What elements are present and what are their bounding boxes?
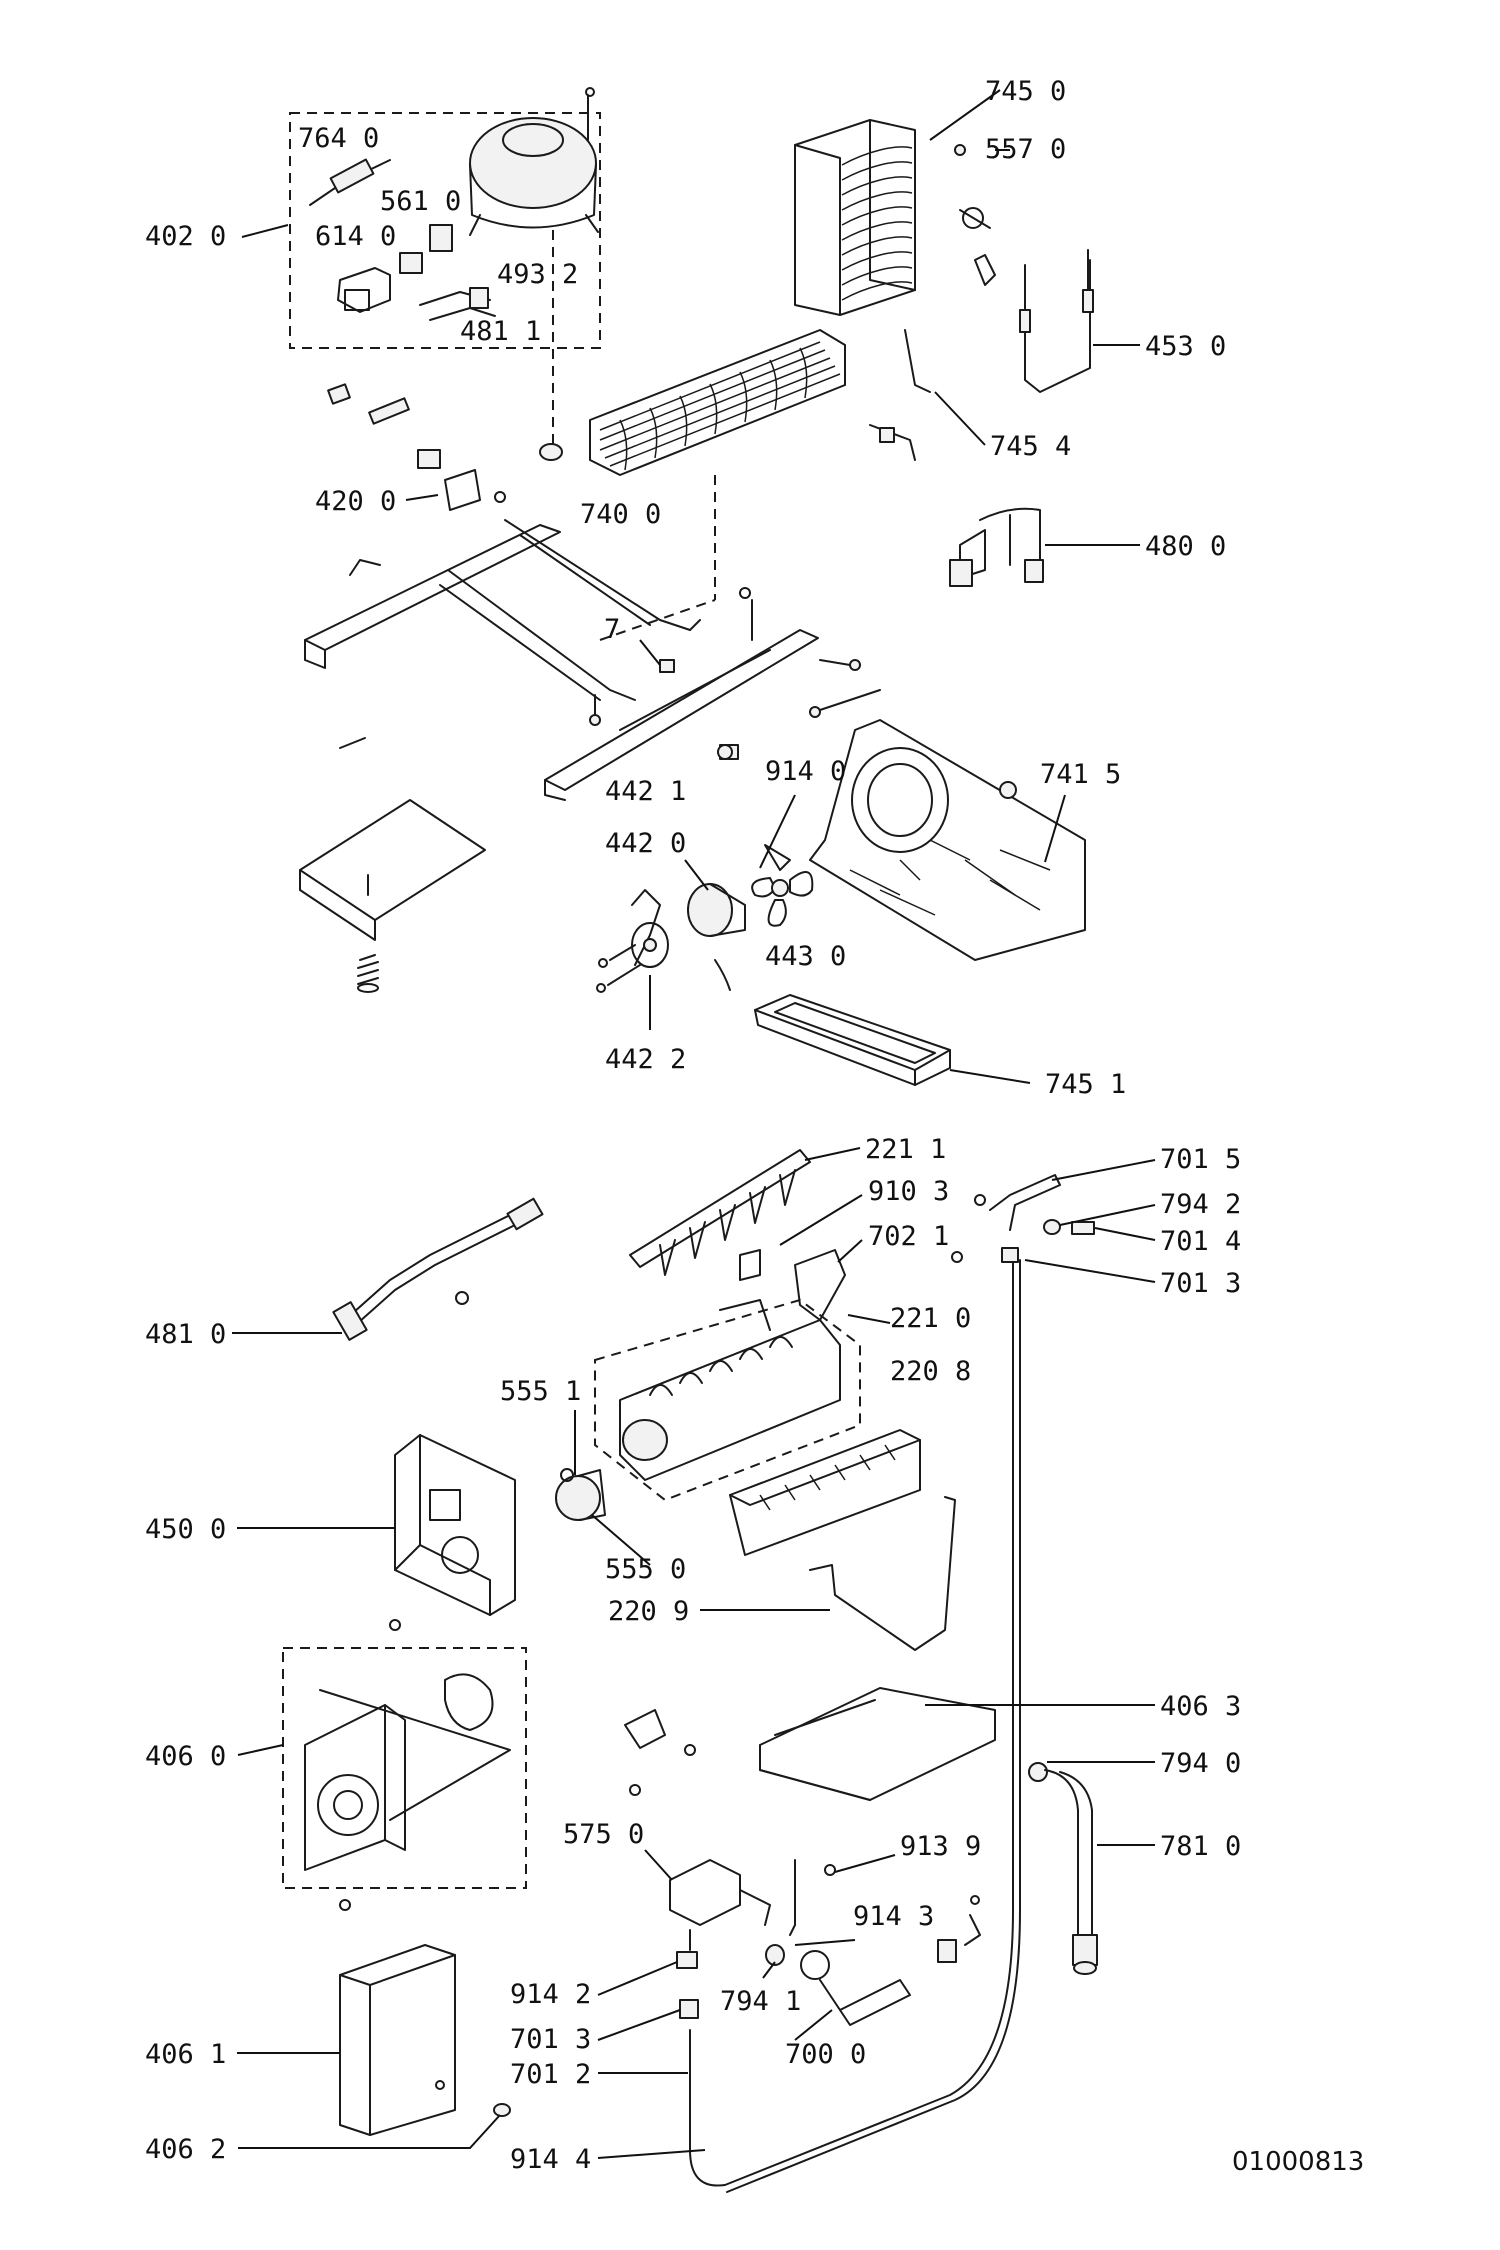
callout-481-1: 481 1 — [460, 316, 541, 347]
callout-701-3: 701 3 — [1160, 1268, 1241, 1299]
filter-drier — [309, 158, 391, 206]
callout-781-0: 781 0 — [1160, 1831, 1241, 1862]
fan-motor — [596, 744, 746, 993]
callout-481-0: 481 0 — [145, 1319, 226, 1350]
callout-745-0: 745 0 — [985, 76, 1066, 107]
callout-913-9: 913 9 — [900, 1831, 981, 1862]
water-fill-cup — [739, 1249, 846, 1321]
screws-set-upper — [339, 659, 881, 760]
callout-794-1: 794 1 — [720, 1986, 801, 2017]
callout-7: 7 — [604, 614, 620, 645]
callout-406-2: 406 2 — [145, 2134, 226, 2165]
callout-555-0: 555 0 — [605, 1554, 686, 1585]
drain-pan — [754, 994, 951, 1086]
condenser-bracket — [869, 329, 931, 461]
cover-plate — [299, 799, 486, 941]
callout-741-5: 741 5 — [1040, 759, 1121, 790]
callout-700-0: 700 0 — [785, 2039, 866, 2070]
supply-hose — [1028, 1762, 1098, 1975]
callout-701-4: 701 4 — [1160, 1226, 1241, 1257]
callout-614-0: 614 0 — [315, 221, 396, 252]
callout-557-0: 557 0 — [985, 134, 1066, 165]
callout-701-2: 701 2 — [510, 2059, 591, 2090]
ice-stripper — [729, 1429, 921, 1556]
condenser-coil — [794, 119, 916, 316]
icemaker-mounting-plate — [759, 1687, 996, 1801]
valve-fittings — [676, 1929, 699, 2019]
callout-220-9: 220 9 — [608, 1596, 689, 1627]
callout-221-0: 221 0 — [890, 1303, 971, 1334]
water-fittings-upper — [951, 1174, 1095, 1263]
icemaker-mold-group — [594, 1298, 861, 1502]
callout-701-5: 701 5 — [1160, 1144, 1241, 1175]
callout-443-0: 443 0 — [765, 941, 846, 972]
callout-555-1: 555 1 — [500, 1376, 581, 1407]
callout-910-3: 910 3 — [868, 1176, 949, 1207]
leader-lines — [232, 89, 1156, 2159]
callout-702-1: 702 1 — [868, 1221, 949, 1252]
callout-794-2: 794 2 — [1160, 1189, 1241, 1220]
overload-protector — [419, 287, 496, 321]
compressor-kit-group — [289, 112, 601, 349]
callout-450-0: 450 0 — [145, 1514, 226, 1545]
callout-745-4: 745 4 — [990, 431, 1071, 462]
wiring-harness — [949, 507, 1044, 587]
callout-453-0: 453 0 — [1145, 331, 1226, 362]
callout-745-1: 745 1 — [1045, 1069, 1126, 1100]
thermistor-clip — [954, 144, 996, 286]
callout-914-2: 914 2 — [510, 1979, 591, 2010]
tube-sleeves — [327, 383, 410, 425]
base-frame-rails — [304, 519, 819, 801]
callout-labels: 745 0 557 0 764 0 561 0 614 0 493 2 481 … — [145, 76, 1241, 2175]
callout-701-3-lower: 701 3 — [510, 2024, 591, 2055]
callout-221-1: 221 1 — [865, 1134, 946, 1165]
shutoff-arm — [809, 1496, 956, 1651]
fan-bracket — [809, 719, 1086, 961]
callout-480-0: 480 0 — [1145, 531, 1226, 562]
grommet — [539, 443, 563, 461]
module-screw — [493, 2103, 511, 2117]
tube-connector — [937, 1895, 981, 1963]
callout-442-1: 442 1 — [605, 776, 686, 807]
inlet-tube — [765, 1944, 911, 2026]
compressor — [469, 87, 599, 236]
document-number: 01000813 — [1232, 2147, 1364, 2177]
icemaker-motor — [555, 1468, 606, 1521]
leveling-spring — [357, 954, 379, 993]
callout-914-3: 914 3 — [853, 1901, 934, 1932]
callout-794-0: 794 0 — [1160, 1748, 1241, 1779]
water-line — [689, 1259, 1021, 2193]
water-valve — [669, 1859, 836, 1936]
evaporator-coil — [589, 329, 846, 641]
callout-220-8: 220 8 — [890, 1356, 971, 1387]
icemaker-control-housing — [389, 1434, 516, 1631]
callout-740-0: 740 0 — [580, 499, 661, 530]
callout-442-0: 442 0 — [605, 828, 686, 859]
callout-561-0: 561 0 — [380, 186, 461, 217]
callout-442-2: 442 2 — [605, 1044, 686, 1075]
callout-764-0: 764 0 — [298, 123, 379, 154]
callout-575-0: 575 0 — [563, 1819, 644, 1850]
ejector-blade — [629, 1149, 811, 1276]
callout-914-0: 914 0 — [765, 756, 846, 787]
start-relay — [337, 224, 453, 313]
callout-406-1: 406 1 — [145, 2039, 226, 2070]
icemaker-wire-harness — [332, 1197, 544, 1341]
module-cover — [339, 1944, 456, 2136]
callout-914-4: 914 4 — [510, 2144, 591, 2175]
defrost-heater — [1019, 249, 1094, 393]
callout-493-2: 493 2 — [497, 259, 578, 290]
fan-blade — [751, 844, 814, 927]
callout-406-0: 406 0 — [145, 1741, 226, 1772]
defrost-timer — [417, 449, 506, 511]
valve-clip — [624, 1709, 696, 1796]
callout-402-0: 402 0 — [145, 221, 226, 252]
control-module-group — [282, 1647, 527, 1911]
callout-420-0: 420 0 — [315, 486, 396, 517]
callout-406-3: 406 3 — [1160, 1691, 1241, 1722]
